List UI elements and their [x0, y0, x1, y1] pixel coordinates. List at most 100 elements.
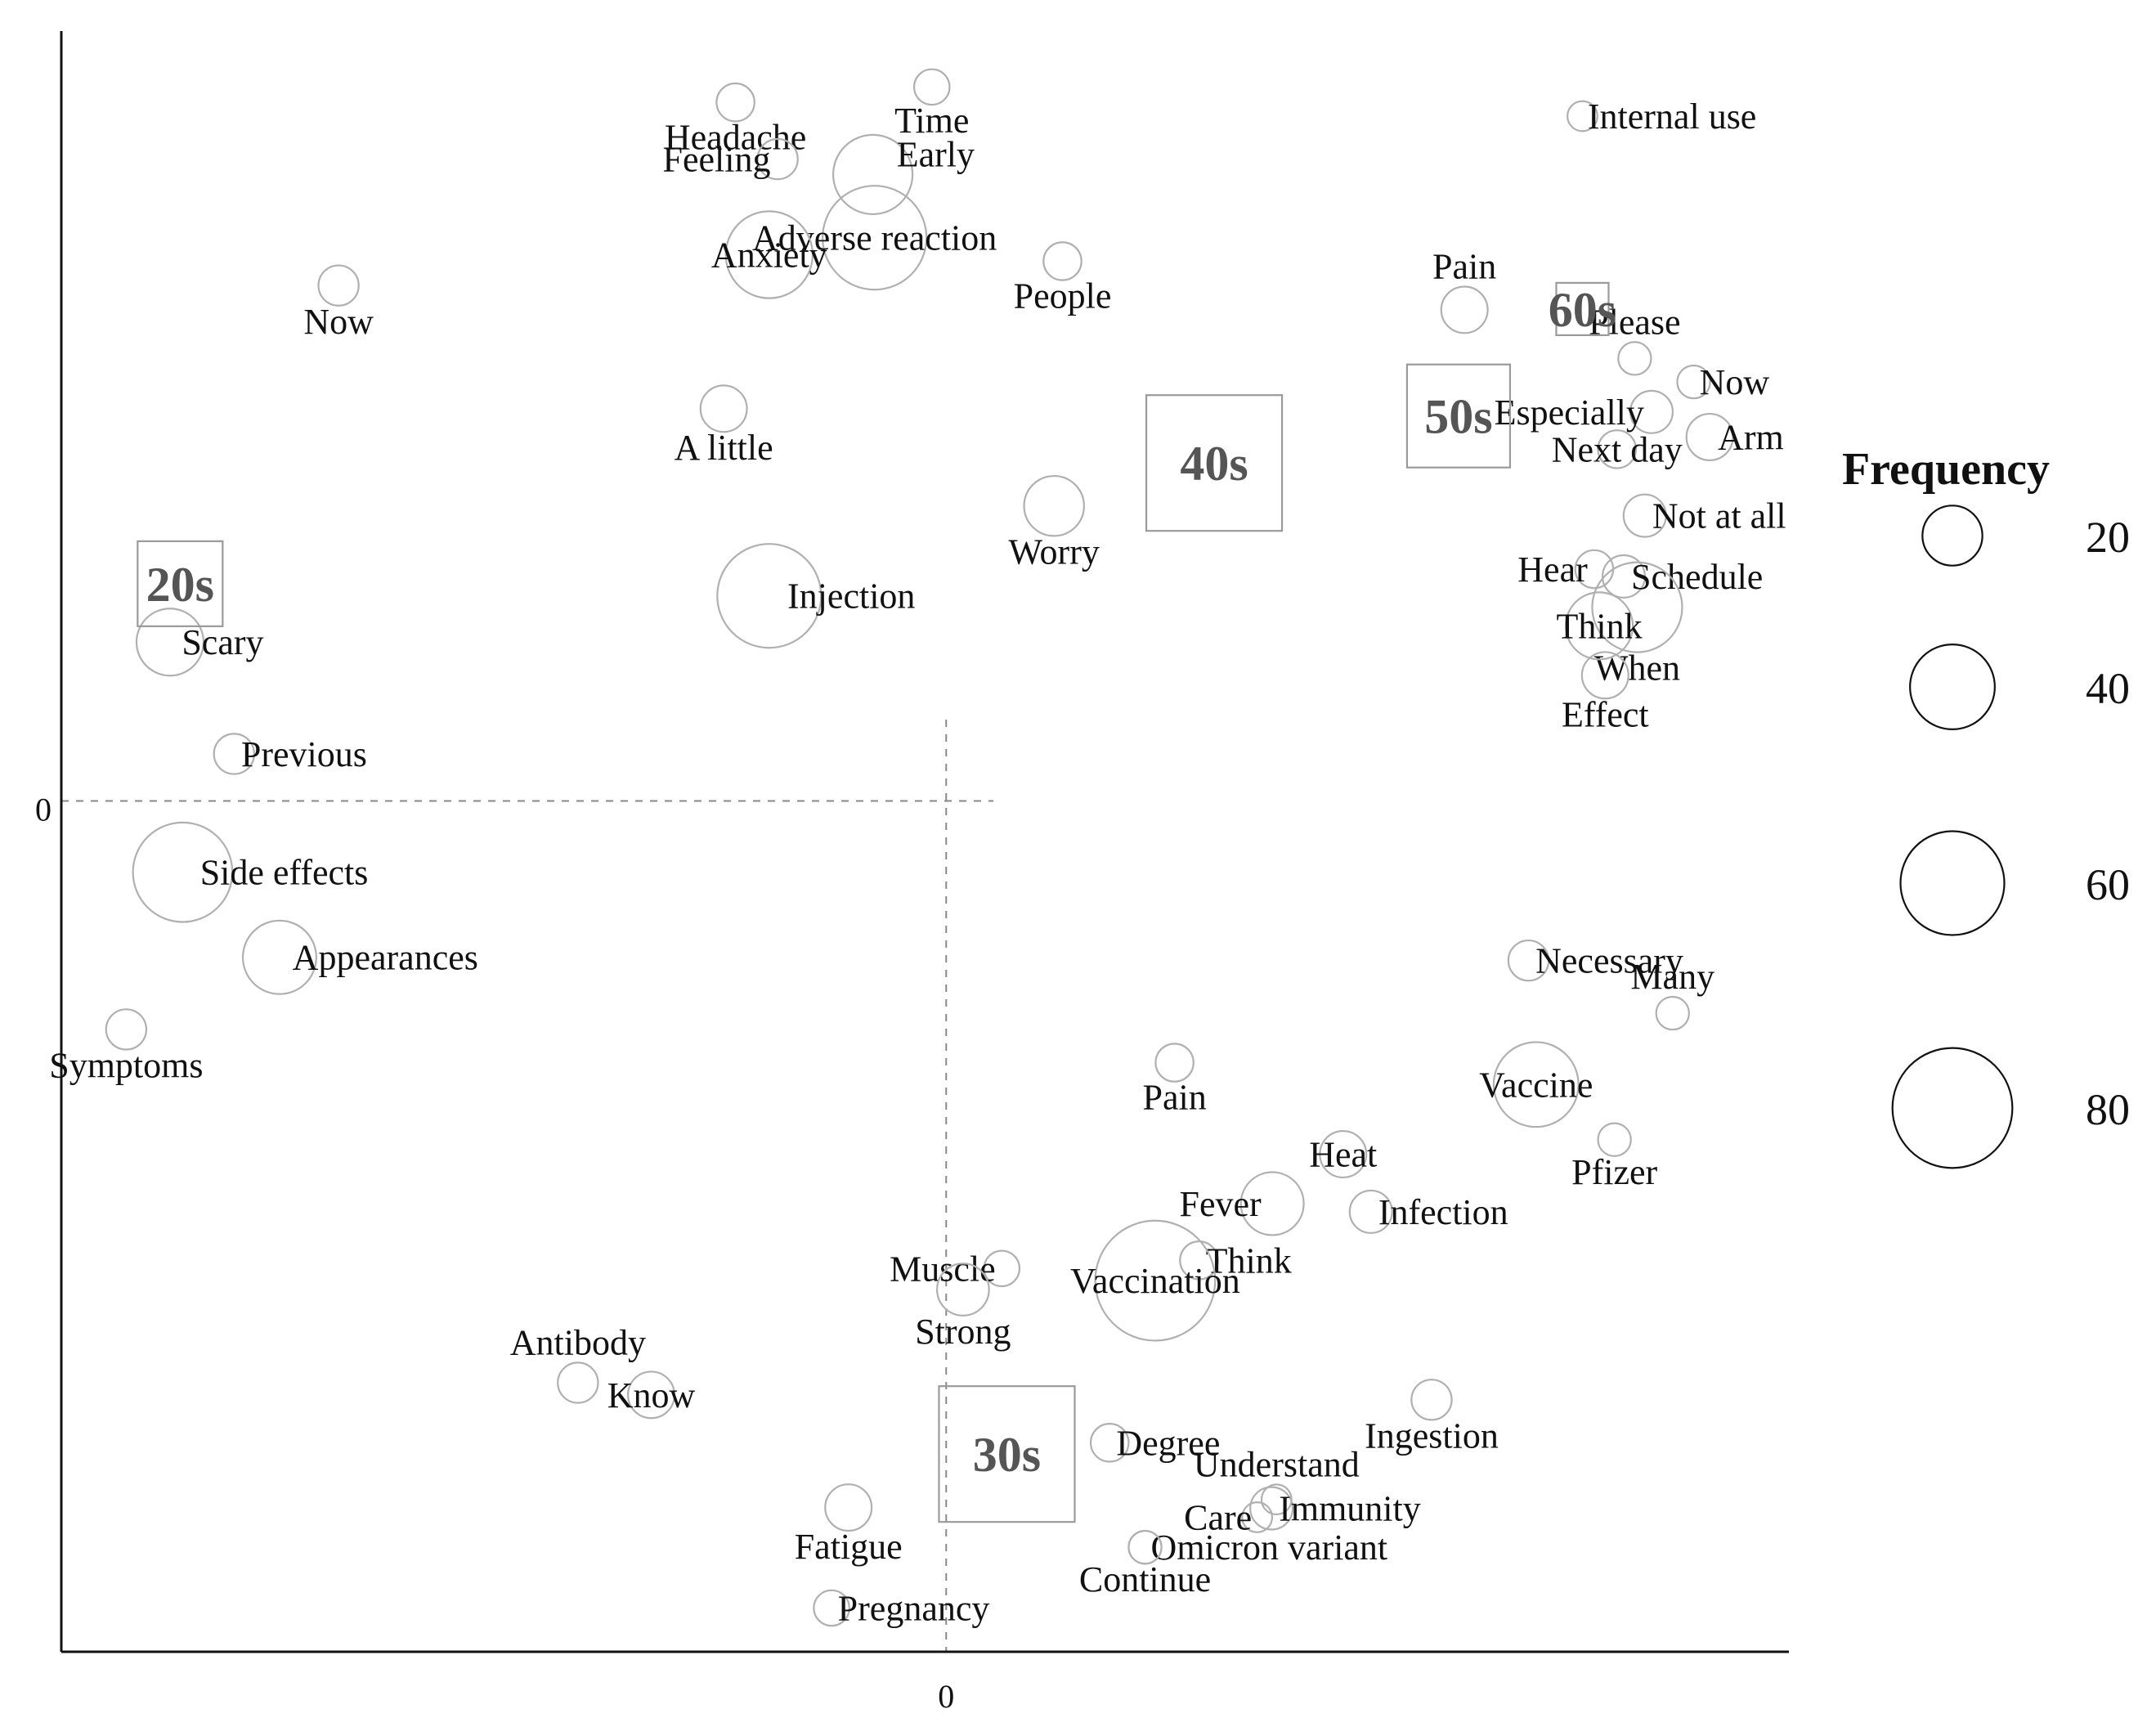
bubble-vaccination [1094, 1219, 1217, 1342]
bubble-appearances [241, 919, 317, 995]
bubble-time [912, 68, 951, 106]
word-label-many: Many [1630, 957, 1714, 997]
word-label-previous: Previous [241, 734, 367, 774]
word-label-worry: Worry [1009, 532, 1100, 572]
legend-circle-60 [1899, 830, 2006, 936]
bubble-internal-use [1567, 100, 1598, 132]
bubble-think [1564, 591, 1634, 661]
word-label-fever: Fever [1180, 1184, 1262, 1224]
word-label-hear: Hear [1517, 550, 1588, 590]
bubble-vaccine [1492, 1041, 1580, 1128]
word-label-when: When [1594, 648, 1680, 689]
bubble-degree [1089, 1423, 1130, 1463]
bubble-pregnancy [813, 1589, 850, 1627]
bubble-many [1655, 995, 1690, 1031]
word-label-effect: Effect [1562, 694, 1649, 734]
word-label-anxiety: Anxiety [711, 236, 827, 276]
word-label-internal-use: Internal use [1588, 96, 1756, 137]
word-label-antibody: Antibody [510, 1322, 646, 1362]
bubble-antibody [557, 1361, 599, 1404]
bubble-pfizer [1597, 1122, 1632, 1157]
legend-title: Frequency [1842, 444, 2050, 495]
bubble-continue [1127, 1529, 1163, 1565]
word-label-pain: Pain [1432, 246, 1496, 286]
x-tick-label: 0 [938, 1678, 954, 1715]
legend-circle-80 [1891, 1047, 2014, 1169]
bubble-know [627, 1370, 676, 1420]
bubble-early [831, 133, 914, 216]
bubble-next-day [1597, 429, 1638, 469]
word-label-a-little: A little [675, 428, 773, 468]
bubble-immunity [1249, 1486, 1294, 1531]
bubble-injection [716, 543, 823, 649]
word-label-not-at-all: Not at all [1652, 496, 1786, 536]
word-label-side-effects: Side effects [200, 853, 369, 893]
word-label-continue: Continue [1079, 1559, 1211, 1599]
group-label-60s: 60s [1549, 283, 1616, 337]
bubble-feeling [756, 137, 799, 181]
bubble-adverse-reaction [822, 185, 928, 291]
legend-label-60: 60 [2086, 860, 2130, 909]
bubble-anxiety [724, 210, 814, 299]
word-label-pain: Pain [1142, 1078, 1206, 1118]
bubble-pain [1440, 285, 1489, 334]
word-label-necessary: Necessary [1535, 941, 1683, 981]
bubble-care [1241, 1501, 1274, 1533]
word-label-care: Care [1184, 1497, 1252, 1537]
word-label-now: Now [1700, 362, 1770, 402]
bubble-fatigue [824, 1483, 873, 1532]
bubble-please [1617, 341, 1652, 376]
word-label-omicron-variant: Omicron variant [1151, 1527, 1388, 1568]
bubble-ingestion [1410, 1379, 1453, 1421]
word-label-schedule: Schedule [1631, 557, 1763, 597]
word-label-people: People [1014, 276, 1112, 316]
word-label-degree: Degree [1116, 1423, 1220, 1463]
bubble-heat [1319, 1130, 1368, 1179]
word-label-immunity: Immunity [1279, 1489, 1421, 1529]
group-box-50s [1405, 363, 1512, 469]
bubble-not-at-all [1622, 493, 1667, 538]
word-label-scary: Scary [182, 622, 263, 662]
bubble-schedule [1601, 554, 1647, 599]
word-label-next-day: Next day [1552, 429, 1683, 469]
word-label-feeling: Feeling [663, 140, 771, 180]
bubble-fever [1239, 1171, 1305, 1236]
word-label-arm: Arm [1718, 417, 1784, 457]
tick-labels: 00 [35, 791, 954, 1715]
word-label-think: Think [1557, 606, 1643, 646]
legend-circle-20 [1921, 505, 1983, 567]
word-label-injection: Injection [787, 576, 915, 617]
bubble-now [317, 264, 360, 307]
bubble-especially [1629, 389, 1674, 434]
word-label-fatigue: Fatigue [795, 1527, 903, 1567]
bubble-arm [1685, 412, 1734, 461]
word-label-understand: Understand [1194, 1444, 1360, 1484]
bubble-previous [213, 733, 255, 775]
bubble-people [1042, 241, 1082, 281]
word-label-infection: Infection [1378, 1192, 1508, 1232]
bubble-scary [135, 608, 205, 677]
group-box-60s [1555, 281, 1610, 337]
bubble-strong [936, 1263, 990, 1317]
axes [60, 31, 1789, 1653]
word-label-headache: Headache [665, 117, 806, 157]
group-label-50s: 50s [1424, 390, 1492, 444]
word-label-appearances: Appearances [293, 938, 478, 978]
word-label-vaccination: Vaccination [1070, 1261, 1240, 1301]
legend-label-80: 80 [2086, 1085, 2130, 1134]
legend-circle-40 [1909, 644, 1996, 730]
bubble-think [1179, 1240, 1219, 1281]
word-label-especially: Especially [1495, 393, 1644, 433]
bubble-now [1676, 364, 1711, 400]
legend-label-40: 40 [2086, 664, 2130, 713]
word-label-vaccine: Vaccine [1479, 1065, 1593, 1105]
bubble-side-effects [132, 821, 234, 923]
bubble-headache [715, 82, 755, 123]
bubble-muscle [983, 1249, 1021, 1288]
word-label-early: Early [897, 135, 975, 175]
bubble-worry [1023, 474, 1085, 537]
